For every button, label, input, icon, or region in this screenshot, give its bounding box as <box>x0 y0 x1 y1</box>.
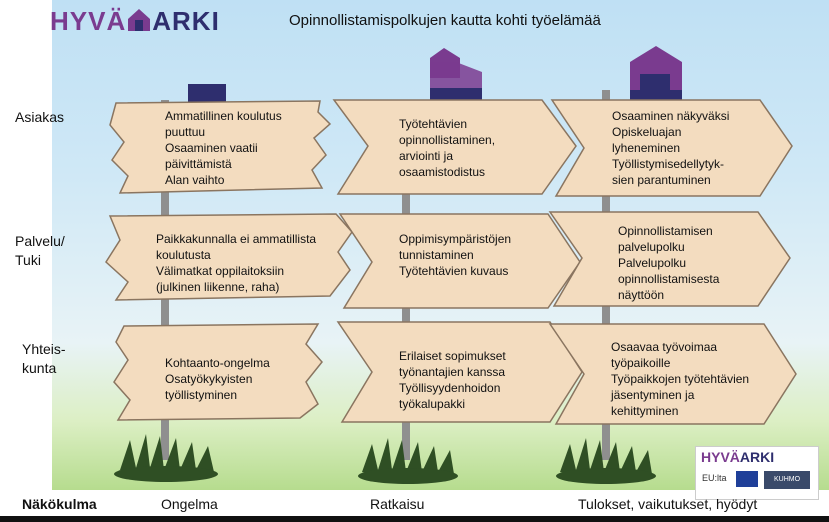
sign-r3c2-text: Erilaiset sopimukset työnantajien kanssa… <box>399 348 506 412</box>
sign-line: jäsentyminen ja <box>611 388 695 402</box>
sign-r2c2-text: Oppimisympäristöjen tunnistaminen Työteh… <box>399 231 511 279</box>
grass-tuft-1 <box>114 434 218 482</box>
sign-line: Oppimisympäristöjen <box>399 232 512 246</box>
sign-r2c3-board <box>548 211 791 307</box>
hyvaarki-logo: HYVÄ ARKI <box>50 6 220 37</box>
sign-r2c2-board <box>338 213 581 309</box>
column-header-ratkaisu: Ratkaisu <box>370 496 425 512</box>
sign-r2c1-text: Paikkakunnalla ei ammatillista koulutust… <box>156 231 316 295</box>
sign-line: Työpaikkojen työtehtävien <box>611 372 750 386</box>
sign-r3c3-text: Osaavaa työvoimaa työpaikoille Työpaikko… <box>611 339 749 419</box>
sign-line: Työllistymisedellytyk- <box>612 157 725 171</box>
sign-line: päivittämistä <box>165 157 232 171</box>
sign-line: opinnollistaminen, <box>399 133 496 147</box>
sign-line: sien parantuminen <box>612 173 711 187</box>
sign-line: Erilaiset sopimukset <box>399 349 506 363</box>
house-base-icon-1 <box>188 84 226 102</box>
sign-line: (julkinen liikenne, raha) <box>156 280 280 294</box>
funding-logo-text-hyva: HYVÄ <box>701 449 740 465</box>
sign-r1c3-board <box>550 99 793 197</box>
sign-line: osaamistodistus <box>399 165 486 179</box>
row-label-palvelu: Palvelu/ Tuki <box>15 233 65 268</box>
sign-r1c2-board <box>332 99 577 195</box>
slide-title: Opinnollistamispolkujen kautta kohti työ… <box>289 12 601 29</box>
house-half-icon-2 <box>430 48 482 102</box>
house-icon <box>128 9 151 31</box>
column-header-nakokulma: Näkökulma <box>22 496 97 512</box>
sign-line: Opiskeluajan <box>612 125 682 139</box>
column-header-ongelma: Ongelma <box>161 496 218 512</box>
sign-r1c2-text: Työtehtävien opinnollistaminen, arvioint… <box>399 116 495 180</box>
sign-line: koulutusta <box>156 248 211 262</box>
sign-line: Alan vaihto <box>165 173 225 187</box>
logo-text-hyva: HYVÄ <box>50 6 127 36</box>
sign-r3c1-board <box>113 323 323 421</box>
sign-line: Opinnollistamisen <box>618 224 713 238</box>
kuhmo-logo: KUHMO <box>764 471 810 489</box>
sign-line: arviointi ja <box>399 149 454 163</box>
eu-flag-icon <box>736 471 758 487</box>
sign-line: työkalupakki <box>399 397 466 411</box>
funding-logo-box: HYVÄARKI EU:lta KUHMO <box>695 446 819 500</box>
bottom-rule <box>0 516 829 522</box>
left-margin <box>0 0 52 490</box>
sign-line: Osaavaa työvoimaa <box>611 340 718 354</box>
sign-line: työpaikoille <box>611 356 671 370</box>
funding-hyvaarki-logo: HYVÄARKI <box>701 449 774 465</box>
sign-line: palvelupolku <box>618 240 685 254</box>
sign-line: näyttöön <box>618 288 665 302</box>
sign-line: Paikkakunnalla ei ammatillista <box>156 232 317 246</box>
sign-r3c1-text: Kohtaanto-ongelma Osatyökykyisten työlli… <box>165 355 270 403</box>
sign-line: tunnistaminen <box>399 248 474 262</box>
sign-line: Ammatillinen koulutus <box>165 109 282 123</box>
sign-r3c2-board <box>336 321 583 423</box>
house-full-icon-3 <box>630 46 682 102</box>
sign-r1c1-text: Ammatillinen koulutus puuttuu Osaaminen … <box>165 108 282 188</box>
sign-r3c3-board <box>548 323 797 425</box>
sign-line: lyheneminen <box>612 141 681 155</box>
grass-tuft-3 <box>556 438 656 484</box>
sign-line: työnantajien kanssa <box>399 365 506 379</box>
logo-text-arki: ARKI <box>152 6 220 36</box>
funding-logo-text-arki: ARKI <box>739 449 775 465</box>
sign-line: Osaaminen vaatii <box>165 141 258 155</box>
sign-r1c3-text: Osaaminen näkyväksi Opiskeluajan lyhenem… <box>612 108 729 188</box>
sign-r2c1-board <box>105 213 353 301</box>
grass-tuft-2 <box>358 438 458 484</box>
sign-line: opinnollistamisesta <box>618 272 720 286</box>
sign-line: puuttuu <box>165 125 206 139</box>
sign-r2c3-text: Opinnollistamisen palvelupolku Palvelupo… <box>618 223 719 303</box>
sign-r1c1-board <box>109 100 332 194</box>
sign-line: kehittyminen <box>611 404 679 418</box>
sign-line: Työllisyydenhoidon <box>399 381 501 395</box>
sign-line: Osaaminen näkyväksi <box>612 109 730 123</box>
sign-line: Välimatkat oppilaitoksiin <box>156 264 285 278</box>
column-header-tulokset: Tulokset, vaikutukset, hyödyt <box>578 496 758 512</box>
sign-line: Osatyökykyisten <box>165 372 253 386</box>
sign-line: Työtehtävien <box>399 117 468 131</box>
row-label-asiakas: Asiakas <box>15 109 65 125</box>
sign-line: Palvelupolku <box>618 256 687 270</box>
sign-line: Työtehtävien kuvaus <box>399 264 509 278</box>
row-label-yhteiskunta: Yhteis- kunta <box>22 341 66 376</box>
sign-line: työllistyminen <box>165 388 238 402</box>
eu-label: EU:lta <box>702 473 727 483</box>
sign-line: Kohtaanto-ongelma <box>165 356 270 370</box>
